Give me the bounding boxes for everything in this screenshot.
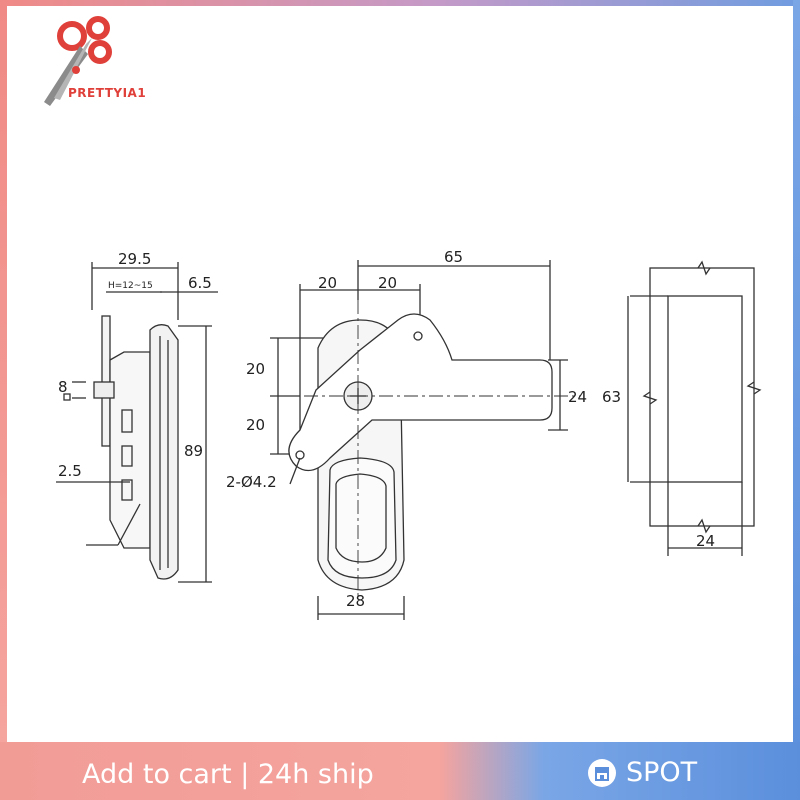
promo-banner bbox=[0, 742, 800, 800]
dim-cutout-width: 24 bbox=[696, 532, 715, 550]
dim-cutout-height: 63 bbox=[602, 388, 621, 406]
dim-side-h: H=12~15 bbox=[108, 281, 153, 291]
dim-side-small: 8 bbox=[58, 378, 68, 396]
dim-side-plate: 2.5 bbox=[58, 462, 82, 480]
dim-side-right: 6.5 bbox=[188, 274, 212, 292]
dim-front-handle: 24 bbox=[568, 388, 587, 406]
right-border bbox=[793, 0, 800, 800]
spot-label: SPOT bbox=[626, 757, 698, 788]
dim-side-top: 29.5 bbox=[118, 250, 151, 268]
dim-front-v-top: 20 bbox=[246, 360, 265, 378]
add-to-cart-text: Add to cart | 24h ship bbox=[82, 759, 374, 790]
spot-badge: SPOT bbox=[588, 757, 697, 788]
dim-front-overall: 65 bbox=[444, 248, 463, 266]
top-border bbox=[0, 0, 800, 6]
dim-front-width: 28 bbox=[346, 592, 365, 610]
dim-front-holes: 2-Ø4.2 bbox=[226, 473, 277, 491]
technical-drawing: 29.5 H=12~15 6.5 8 89 2.5 65 20 20 20 20… bbox=[56, 248, 762, 620]
dim-front-right-20: 20 bbox=[378, 274, 397, 292]
dim-front-v-bottom: 20 bbox=[246, 416, 265, 434]
left-border bbox=[0, 0, 7, 800]
scissors-logo-icon bbox=[44, 16, 112, 106]
dim-front-left-20: 20 bbox=[318, 274, 337, 292]
brand-name: PRETTYIA1 bbox=[68, 86, 147, 100]
dim-side-height: 89 bbox=[184, 442, 203, 460]
store-icon bbox=[588, 758, 616, 787]
brand-logo bbox=[30, 14, 220, 114]
